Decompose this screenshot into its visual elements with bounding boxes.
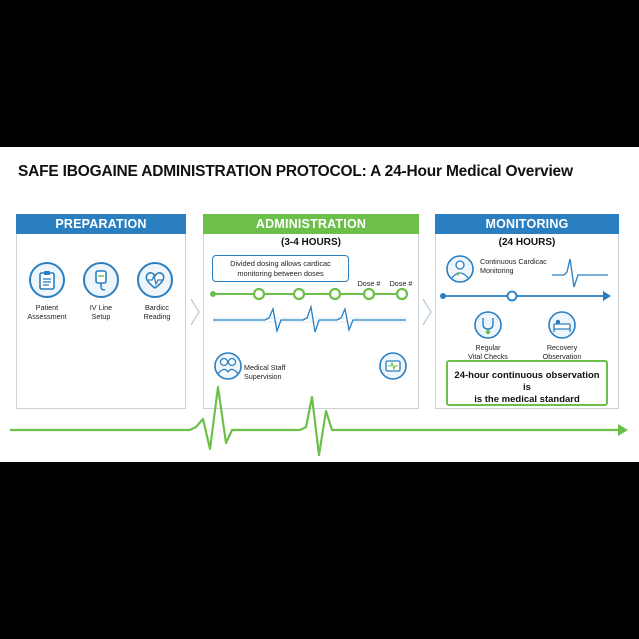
label-line: Supervision [244, 372, 282, 381]
monitoring-panel: MONITORING (24 HOURS) Continuous Cardica… [435, 214, 619, 409]
label-line: Monitoring [480, 266, 514, 275]
note-line: Divided dosing allows cardicac [230, 259, 331, 268]
monitoring-header: MONITORING [435, 214, 619, 234]
label-line: Observation [542, 352, 582, 361]
timeline-start-dot [210, 291, 216, 297]
divided-dosing-note: Divided dosing allows cardicac monitorin… [212, 255, 349, 282]
iv-line-setup-label: IV Line Setup [73, 303, 129, 321]
stethoscope-icon [474, 311, 502, 339]
iv-bag-icon [83, 262, 119, 298]
dose-marker [292, 287, 306, 301]
label-line: IV Line [89, 303, 113, 312]
recovery-bed-icon [548, 311, 576, 339]
dose-label: Dose # [357, 279, 381, 288]
administration-duration: (3-4 HOURS) [280, 237, 341, 248]
patient-assessment-label: Patient Assessment [17, 303, 77, 321]
heart-monitor-icon [137, 262, 173, 298]
doctor-icon [446, 255, 474, 283]
dose-marker [252, 287, 266, 301]
label-line: Reading [143, 312, 171, 321]
recovery-observation-label: Recovery Observation [532, 343, 592, 361]
regular-vital-checks-label: Regular Vital Checks [458, 343, 518, 361]
note-line: 24-hour continuous observation is [454, 370, 600, 393]
label-line: Regular [475, 343, 501, 352]
ecg-trace [213, 304, 406, 334]
staff-supervision-label: Medical Staff Supervision [244, 363, 300, 381]
dose-marker [362, 287, 376, 301]
continuous-cardiac-label: Continuous Cardicac Monitoring [480, 257, 560, 275]
monitor-device-icon [379, 352, 407, 380]
monitoring-timeline [440, 290, 611, 302]
monitoring-ecg-trace [552, 258, 608, 288]
monitoring-duration: (24 HOURS) [498, 237, 556, 248]
dose-label: Dose # [389, 279, 413, 288]
label-line: Recovery [546, 343, 578, 352]
label-line: Bardicc [145, 303, 169, 312]
label-line: Vital Checks [468, 352, 508, 361]
administration-panel: ADMINISTRATION (3-4 HOURS) Divided dosin… [203, 214, 419, 409]
dose-marker [395, 287, 409, 301]
dosing-timeline [210, 287, 409, 334]
dose-marker [328, 287, 342, 301]
infographic-canvas: SAFE IBOGAINE ADMINISTRATION PROTOCOL: A… [0, 147, 639, 462]
label-line: Assessment [27, 312, 67, 321]
clipboard-icon [29, 262, 65, 298]
medical-standard-box: 24-hour continuous observation is is the… [446, 360, 608, 406]
administration-header: ADMINISTRATION [203, 214, 419, 234]
note-line: is the medical standard [474, 394, 580, 405]
preparation-panel: PREPARATION Patient Assessment IV Line S… [16, 214, 186, 409]
bardicc-reading-label: Bardicc Reading [129, 303, 185, 321]
chevron-right-icon [421, 297, 433, 327]
label-line: Medical Staff [244, 363, 286, 372]
page-title: SAFE IBOGAINE ADMINISTRATION PROTOCOL: A… [18, 163, 573, 180]
chevron-right-icon [189, 297, 201, 327]
label-line: Patient [35, 303, 59, 312]
bottom-ecg-arrow [10, 385, 628, 457]
medical-staff-icon [214, 352, 242, 380]
note-line: monitoring between doses [237, 268, 324, 278]
label-line: Setup [91, 312, 111, 321]
preparation-header: PREPARATION [16, 214, 186, 234]
label-line: Continuous Cardicac [480, 257, 547, 266]
